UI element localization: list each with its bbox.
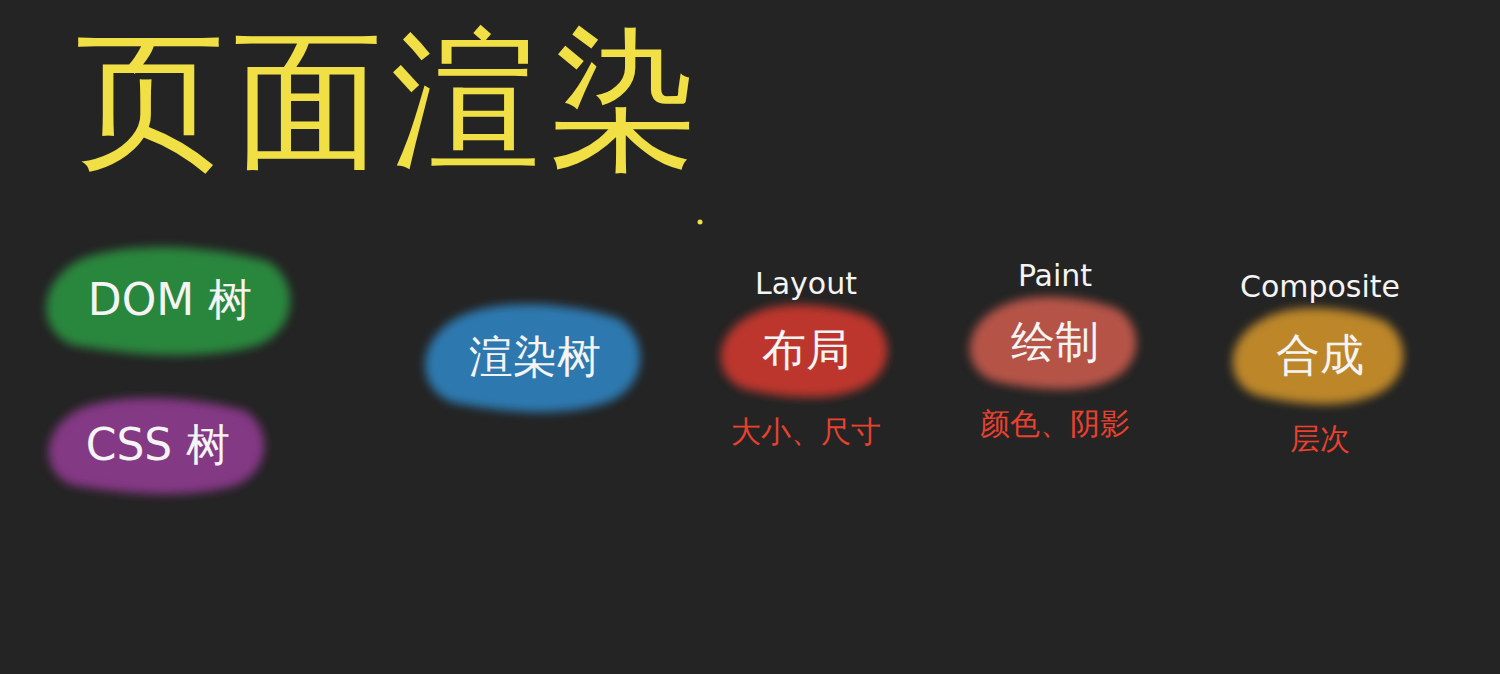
brush-node: CSS 树 (52, 396, 265, 495)
brush-node: Composite合成层次 (1236, 269, 1404, 460)
annotation-note: 大小、尺寸 (731, 412, 881, 453)
brush-blob: 渲染树 (429, 302, 641, 413)
node-label: DOM 树 (50, 245, 290, 356)
node-label: 布局 (724, 303, 888, 398)
brush-blob: DOM 树 (50, 245, 290, 356)
brush-blob: CSS 树 (52, 396, 265, 495)
diagram-title: 页面渲染 (75, 22, 707, 180)
stray-dot (698, 220, 703, 225)
node-label: CSS 树 (52, 396, 265, 495)
node-label: 渲染树 (429, 302, 641, 413)
english-heading: Layout (755, 266, 857, 301)
brush-node: Paint绘制颜色、阴影 (973, 258, 1137, 445)
brush-node: Layout布局大小、尺寸 (724, 266, 888, 453)
brush-blob: 布局 (724, 303, 888, 398)
english-heading: Composite (1240, 269, 1400, 304)
brush-blob: 绘制 (973, 295, 1137, 390)
annotation-note: 层次 (1290, 419, 1350, 460)
annotation-note: 颜色、阴影 (980, 404, 1130, 445)
brush-blob: 合成 (1236, 306, 1404, 405)
brush-node: DOM 树 (50, 245, 290, 356)
english-heading: Paint (1018, 258, 1092, 293)
node-label: 合成 (1236, 306, 1404, 405)
brush-node: 渲染树 (429, 302, 641, 413)
node-label: 绘制 (973, 295, 1137, 390)
